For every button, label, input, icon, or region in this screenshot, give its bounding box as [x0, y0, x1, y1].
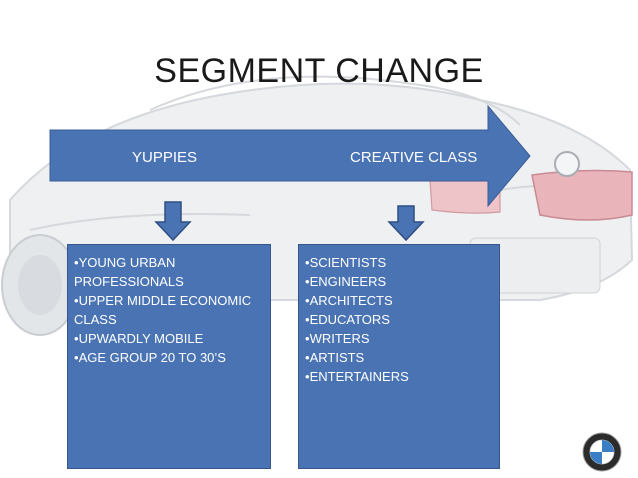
list-item: ARTISTS: [305, 348, 493, 367]
list-item: ENTERTAINERS: [305, 367, 493, 386]
yuppies-label: YUPPIES: [132, 149, 198, 166]
list-item: EDUCATORS: [305, 310, 493, 329]
creative-class-label: CREATIVE CLASS: [350, 149, 478, 166]
list-item: ARCHITECTS: [305, 291, 493, 310]
creative-class-box: SCIENTISTS ENGINEERS ARCHITECTS EDUCATOR…: [298, 244, 500, 469]
yuppies-box: YOUNG URBAN PROFESSIONALS UPPER MIDDLE E…: [67, 244, 271, 469]
arrow-down-icon: [387, 205, 425, 242]
list-item: YOUNG URBAN PROFESSIONALS: [74, 253, 264, 291]
list-item: UPWARDLY MOBILE: [74, 329, 264, 348]
list-item: AGE GROUP 20 TO 30’S: [74, 348, 264, 367]
arrow-down-icon: [154, 201, 192, 242]
list-item: ENGINEERS: [305, 272, 493, 291]
list-item: SCIENTISTS: [305, 253, 493, 272]
list-item: WRITERS: [305, 329, 493, 348]
slide-title: SEGMENT CHANGE: [154, 52, 484, 90]
bmw-logo-icon: [582, 432, 622, 472]
list-item: UPPER MIDDLE ECONOMIC CLASS: [74, 291, 264, 329]
